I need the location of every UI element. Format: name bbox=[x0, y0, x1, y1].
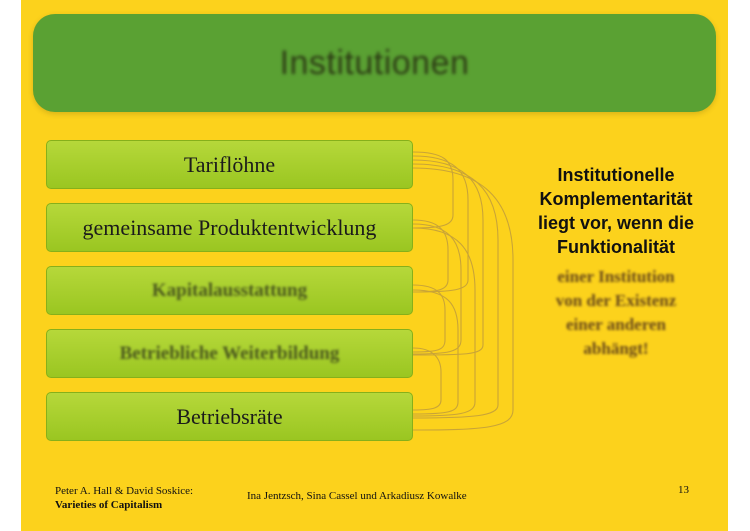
institution-box-kapitalausstattung: Kapitalausstattung bbox=[46, 266, 413, 315]
footer-presenters: Ina Jentzsch, Sina Cassel und Arkadiusz … bbox=[247, 490, 467, 502]
definition-line: Institutionelle bbox=[557, 165, 675, 185]
slide: Institutionen Tariflöhne gemeinsame Prod… bbox=[21, 0, 728, 531]
definition-line: liegt vor, wenn die bbox=[537, 213, 695, 233]
institution-label: Kapitalausstattung bbox=[151, 279, 308, 301]
footer-citation: Peter A. Hall & David Soskice: Varieties… bbox=[55, 484, 193, 512]
institution-box-weiterbildung: Betriebliche Weiterbildung bbox=[46, 329, 413, 378]
institution-box-tarifloehne: Tariflöhne bbox=[46, 140, 413, 189]
slide-title: Institutionen bbox=[279, 43, 470, 82]
institution-label: Betriebliche Weiterbildung bbox=[119, 342, 340, 364]
footer-book-title: Varieties of Capitalism bbox=[55, 499, 163, 511]
page-number: 13 bbox=[678, 484, 689, 496]
institution-label: Tariflöhne bbox=[183, 151, 276, 177]
definition-line: von der Existenz bbox=[555, 291, 677, 310]
title-bar: Institutionen bbox=[33, 14, 716, 112]
definition-line: Funktionalität bbox=[557, 237, 675, 257]
definition-text-blurred: einer Institution von der Existenz einer… bbox=[511, 265, 721, 361]
definition-line: Komplementarität bbox=[539, 189, 693, 209]
footer-authors: Peter A. Hall & David Soskice: bbox=[55, 485, 194, 497]
definition-line: einer anderen bbox=[566, 315, 666, 334]
definition-text: Institutionelle Komplementarität liegt v… bbox=[511, 163, 721, 259]
definition-line: einer Institution bbox=[557, 267, 675, 286]
institution-box-produktentwicklung: gemeinsame Produktentwicklung bbox=[46, 203, 413, 252]
definition-line: abhängt! bbox=[583, 339, 649, 358]
institution-label: gemeinsame Produktentwicklung bbox=[82, 214, 377, 240]
institution-label: Betriebsräte bbox=[176, 403, 283, 429]
connector-brackets bbox=[413, 151, 514, 431]
institution-box-betriebsraete: Betriebsräte bbox=[46, 392, 413, 441]
